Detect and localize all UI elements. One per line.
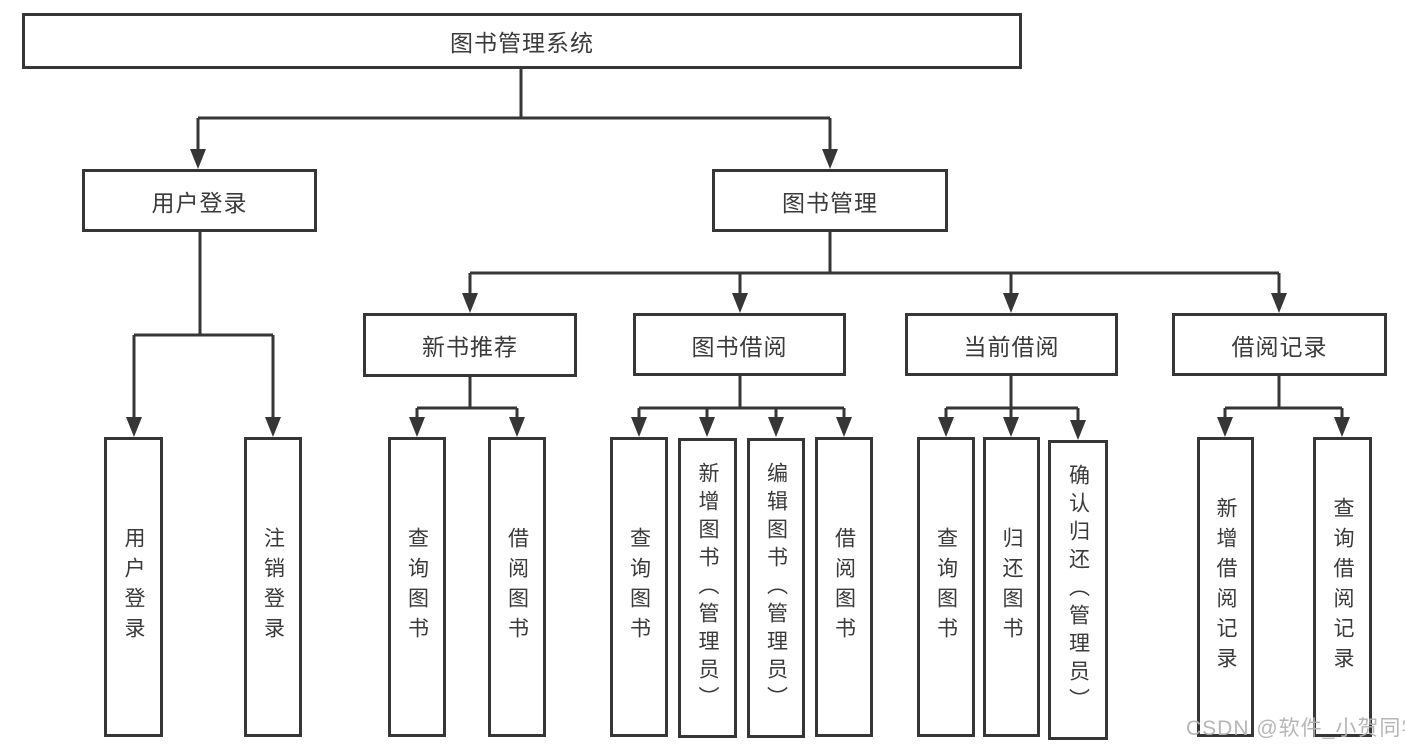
connector-arrowheads [126,149,1350,440]
node-label: 新增图书（管理员） [696,462,719,714]
node-label: 当前借阅 [963,333,1060,360]
node-label: 用户登录 [122,527,145,647]
leaf-edit-book-admin: 编辑图书（管理员） [747,438,805,738]
node-label: 借阅图书 [505,527,529,647]
node-book-borrowing: 图书借阅 [633,313,846,376]
leaf-add-borrow-record: 新增借阅记录 [1197,437,1254,737]
csdn-watermark: CSDN @软件_小贺同学 [1186,717,1405,740]
node-label: 归还图书 [1000,527,1023,647]
node-label: 图书借阅 [691,333,788,360]
node-label: 借阅记录 [1231,333,1328,360]
node-label: 查询借阅记录 [1331,497,1354,677]
node-borrow-records: 借阅记录 [1172,313,1387,376]
leaf-logout-login: 注销登录 [244,437,302,737]
leaf-borrow-books-recommend: 借阅图书 [488,437,546,737]
node-book-management: 图书管理 [712,169,948,232]
leaf-confirm-return-admin: 确认归还（管理员） [1048,440,1108,740]
leaf-return-books: 归还图书 [983,437,1040,737]
node-label: 查询图书 [627,527,651,647]
node-label: 查询图书 [405,527,429,647]
leaf-query-borrow-record: 查询借阅记录 [1313,437,1372,737]
node-label: 新书推荐 [422,334,518,360]
leaf-query-books-current: 查询图书 [917,437,975,737]
node-label: 用户登录 [151,189,248,216]
node-label: 确认归还（管理员） [1066,464,1090,716]
node-user-login: 用户登录 [82,169,317,232]
node-label: 图书管理 [782,189,878,216]
node-label: 借阅图书 [832,527,856,647]
node-label: 图书管理系统 [450,30,594,56]
node-label: 注销登录 [261,527,285,647]
connector-shafts [132,68,1344,424]
node-label: 编辑图书（管理员） [764,462,788,714]
leaf-query-books-borrowing: 查询图书 [610,437,668,737]
leaf-add-book-admin: 新增图书（管理员） [678,438,737,738]
node-label: 新增借阅记录 [1214,497,1237,677]
leaf-query-books-recommend: 查询图书 [388,437,446,737]
node-current-borrowing: 当前借阅 [905,313,1118,376]
leaf-borrow-books-borrowing: 借阅图书 [815,437,873,737]
leaf-user-login: 用户登录 [104,437,163,737]
node-new-book-recommend: 新书推荐 [363,313,577,377]
node-library-system: 图书管理系统 [22,13,1022,69]
node-label: 查询图书 [934,527,958,647]
